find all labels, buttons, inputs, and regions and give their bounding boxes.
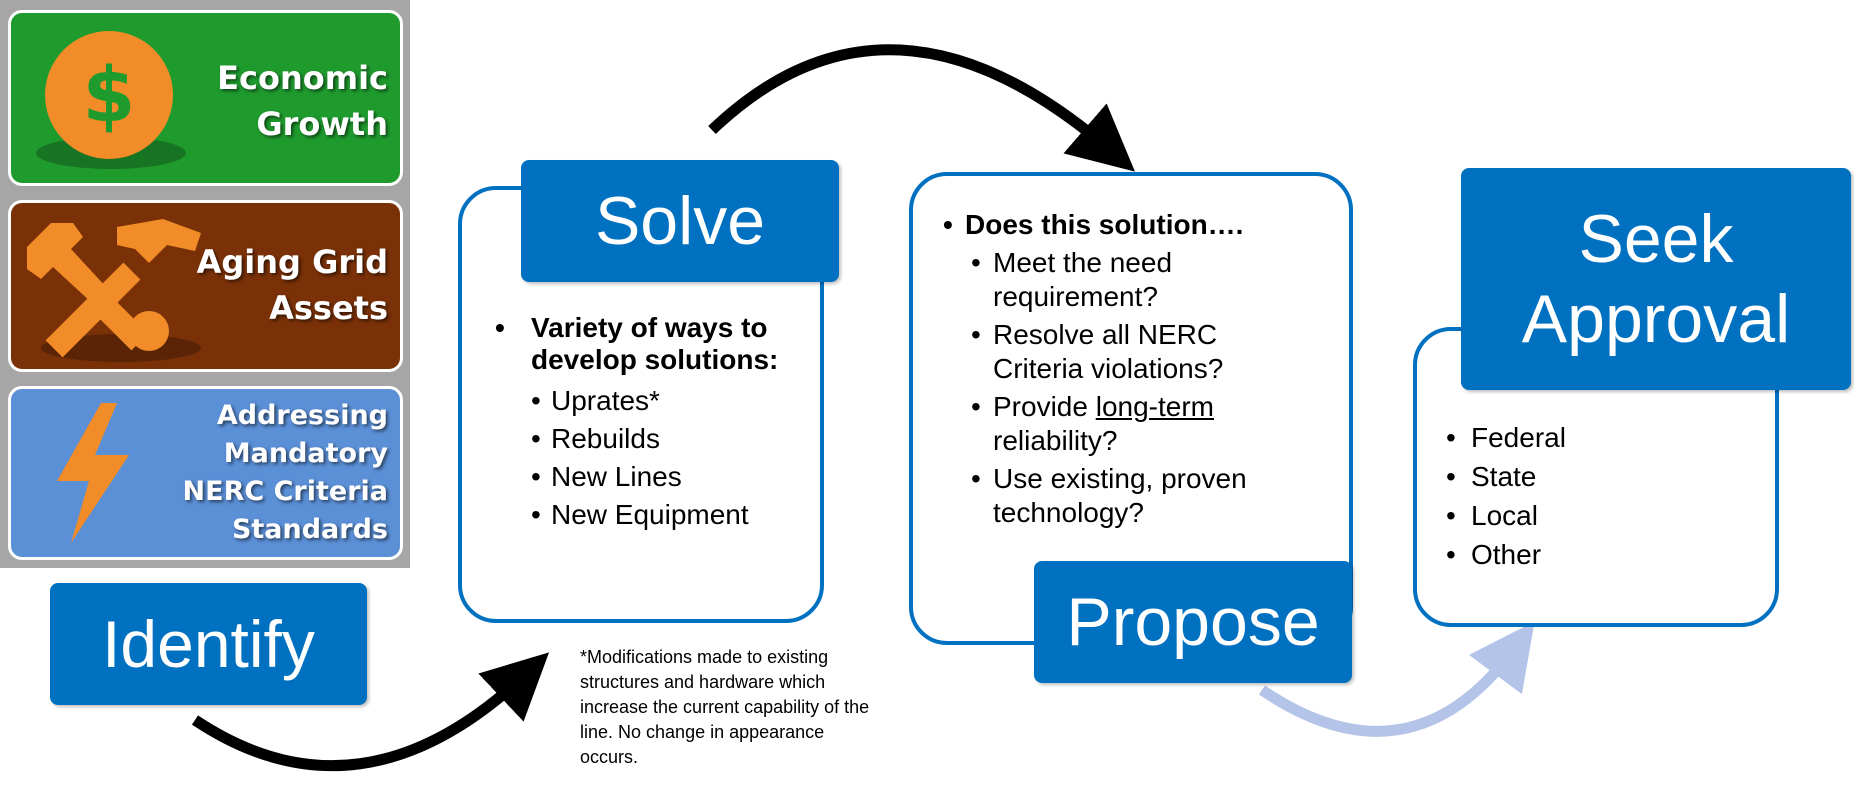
economic-growth-label: Economic Growth [217, 59, 388, 143]
propose-question: •Meet the need requirement? [971, 247, 1173, 312]
stage-seek-approval: Seek Approval [1461, 168, 1851, 390]
wrench-hammer-icon [27, 219, 201, 362]
solve-heading: • Variety of ways to develop solutions: [495, 312, 779, 375]
approval-list: •Federal •State •Local •Other [1446, 418, 1646, 574]
propose-questions: •Does this solution…. •Meet the need req… [943, 208, 1303, 534]
stage-solve: Solve [521, 160, 839, 282]
solve-item: •Rebuilds [531, 423, 660, 454]
solve-item: •New Equipment [531, 499, 749, 530]
propose-heading: •Does this solution…. [943, 209, 1244, 240]
aging-grid-label: Aging Grid Assets [196, 243, 388, 327]
approval-item: •State [1446, 461, 1537, 492]
stage-propose: Propose [1034, 561, 1352, 683]
approval-item: •Other [1446, 539, 1542, 570]
dollar-symbol: $ [83, 50, 136, 139]
lightning-icon [57, 403, 129, 543]
approval-item: •Federal [1446, 422, 1566, 453]
long-term-underlined: long-term [1095, 391, 1214, 422]
economic-growth-panel: $ Economic Growth [8, 10, 403, 186]
solve-item: •New Lines [531, 461, 682, 492]
propose-question: •Provide long-term reliability? [971, 391, 1214, 456]
nerc-criteria-label: Addressing Mandatory NERC Criteria Stand… [182, 400, 388, 545]
drivers-panel: $ Economic Growth Aging Grid Assets [0, 0, 410, 568]
propose-question: •Use existing, proven technology? [971, 463, 1247, 528]
stage-identify: Identify [50, 583, 367, 705]
aging-grid-panel: Aging Grid Assets [8, 200, 403, 372]
approval-item: •Local [1446, 500, 1538, 531]
nerc-criteria-panel: Addressing Mandatory NERC Criteria Stand… [8, 386, 403, 560]
arrow-identify-to-solve [191, 652, 550, 772]
uprates-footnote: *Modifications made to existing structur… [580, 647, 870, 767]
arrow-propose-to-approval [1258, 621, 1535, 737]
propose-question: •Resolve all NERC Criteria violations? [971, 319, 1224, 384]
arrow-solve-to-propose [708, 44, 1135, 172]
dollar-icon: $ [36, 31, 186, 169]
solve-list: • Variety of ways to develop solutions: … [493, 312, 793, 534]
solve-item: •Uprates* [531, 385, 660, 416]
